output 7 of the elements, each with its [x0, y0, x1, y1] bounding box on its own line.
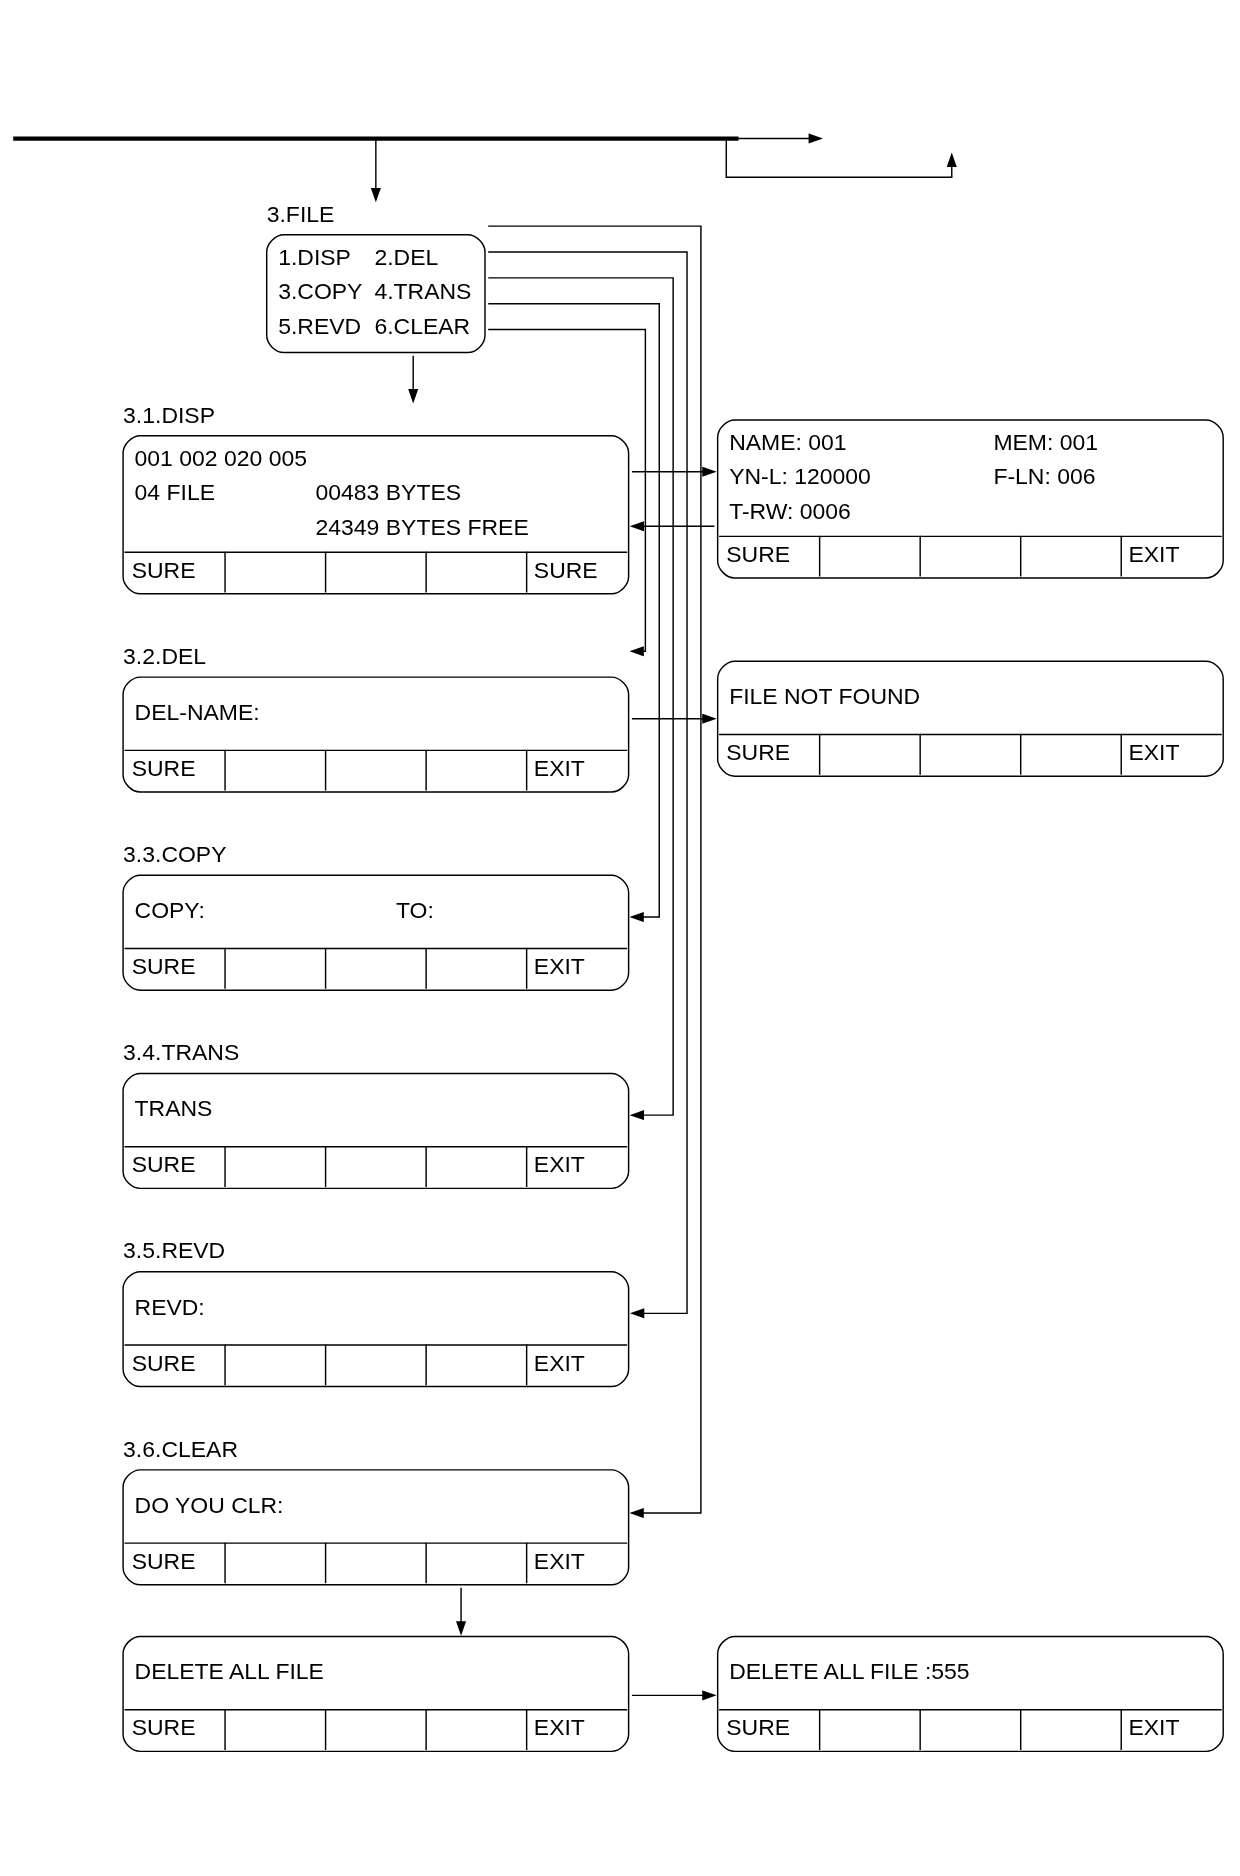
node-label: 3.5.REVD	[123, 1236, 226, 1263]
node-label: 3.2.DEL	[123, 642, 207, 669]
node-label: 3.3.COPY	[123, 840, 227, 867]
node-label: 3.4.TRANS	[123, 1038, 240, 1065]
node-label: 3.6.CLEAR	[123, 1435, 238, 1462]
node-label: 3.FILE	[266, 200, 335, 227]
node-label: 3.1.DISP	[123, 401, 215, 428]
